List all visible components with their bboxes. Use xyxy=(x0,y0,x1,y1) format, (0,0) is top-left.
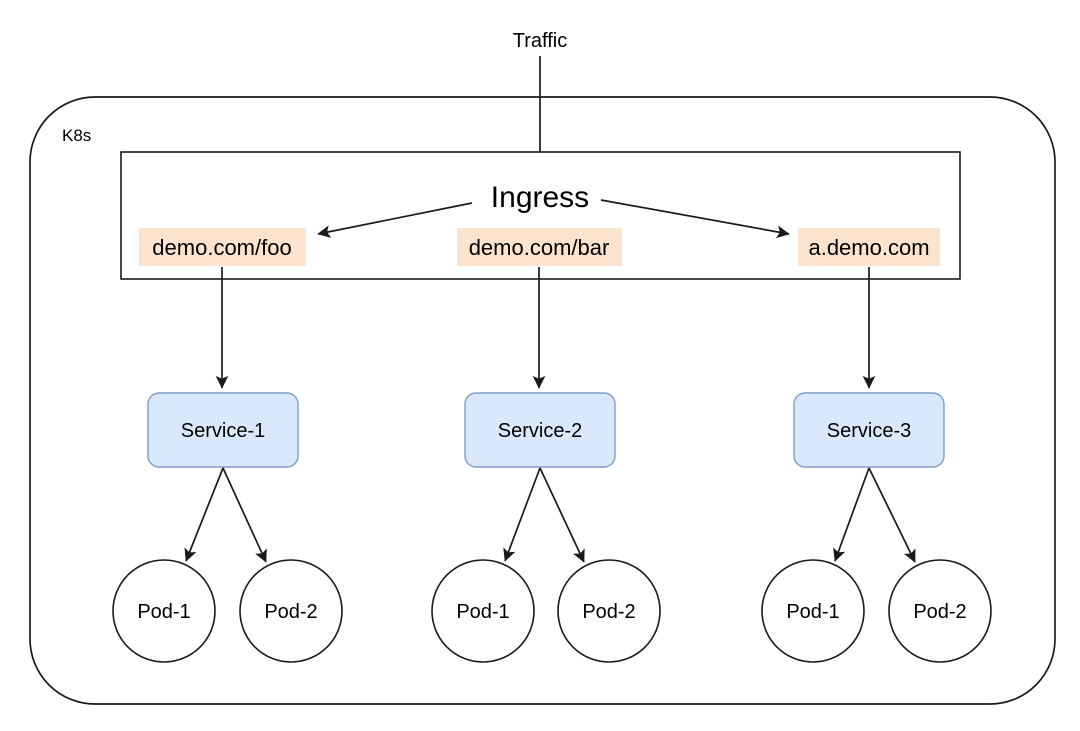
ingress-rule-bar-label: demo.com/bar xyxy=(469,235,610,260)
service-3-pod-2-circle xyxy=(888,559,992,663)
service-2-label: Service-2 xyxy=(498,420,582,442)
service-3-to-pod-2-arrow xyxy=(868,467,916,563)
service-1-box xyxy=(147,392,299,468)
service-2-pod-1-circle xyxy=(431,559,535,663)
service-3-pod-2-label: Pod-2 xyxy=(913,601,966,623)
service-2-to-pod-1-arrow xyxy=(503,467,541,562)
service-1-pod-2-label: Pod-2 xyxy=(264,601,317,623)
service-1-pod-1-label: Pod-1 xyxy=(137,601,190,623)
service-3-box xyxy=(793,392,945,468)
ingress-rule-foo-label: demo.com/foo xyxy=(152,235,291,260)
service-3-label: Service-3 xyxy=(827,420,911,442)
service-1-label: Service-1 xyxy=(181,420,265,442)
service-2-to-pod-2-arrow xyxy=(539,467,585,563)
ingress-to-rule-ademo-arrow xyxy=(600,199,790,239)
service-3-pod-1-circle xyxy=(761,559,865,663)
service-1-to-pod-1-arrow xyxy=(184,467,224,562)
ingress-rule-ademo xyxy=(798,228,940,266)
service-3-to-pod-1-arrow xyxy=(833,467,870,562)
k8s-cluster-boundary xyxy=(29,96,1056,705)
service-1-to-pod-2-arrow xyxy=(222,467,267,563)
service-2-pod-1-label: Pod-1 xyxy=(456,601,509,623)
service-2-box xyxy=(464,392,616,468)
traffic-label: Traffic xyxy=(513,30,567,52)
service-1-pod-2-circle xyxy=(239,559,343,663)
k8s-label: K8s xyxy=(62,126,91,145)
ingress-rule-foo xyxy=(139,228,306,266)
ingress-title: Ingress xyxy=(491,181,589,214)
ingress-to-rule-foo-arrow xyxy=(317,202,473,238)
service-3-pod-1-label: Pod-1 xyxy=(786,601,839,623)
service-2-pod-2-circle xyxy=(557,559,661,663)
service-2-pod-2-label: Pod-2 xyxy=(582,601,635,623)
ingress-rule-ademo-label: a.demo.com xyxy=(808,235,929,260)
service-1-pod-1-circle xyxy=(112,559,216,663)
ingress-rule-bar xyxy=(457,228,622,266)
